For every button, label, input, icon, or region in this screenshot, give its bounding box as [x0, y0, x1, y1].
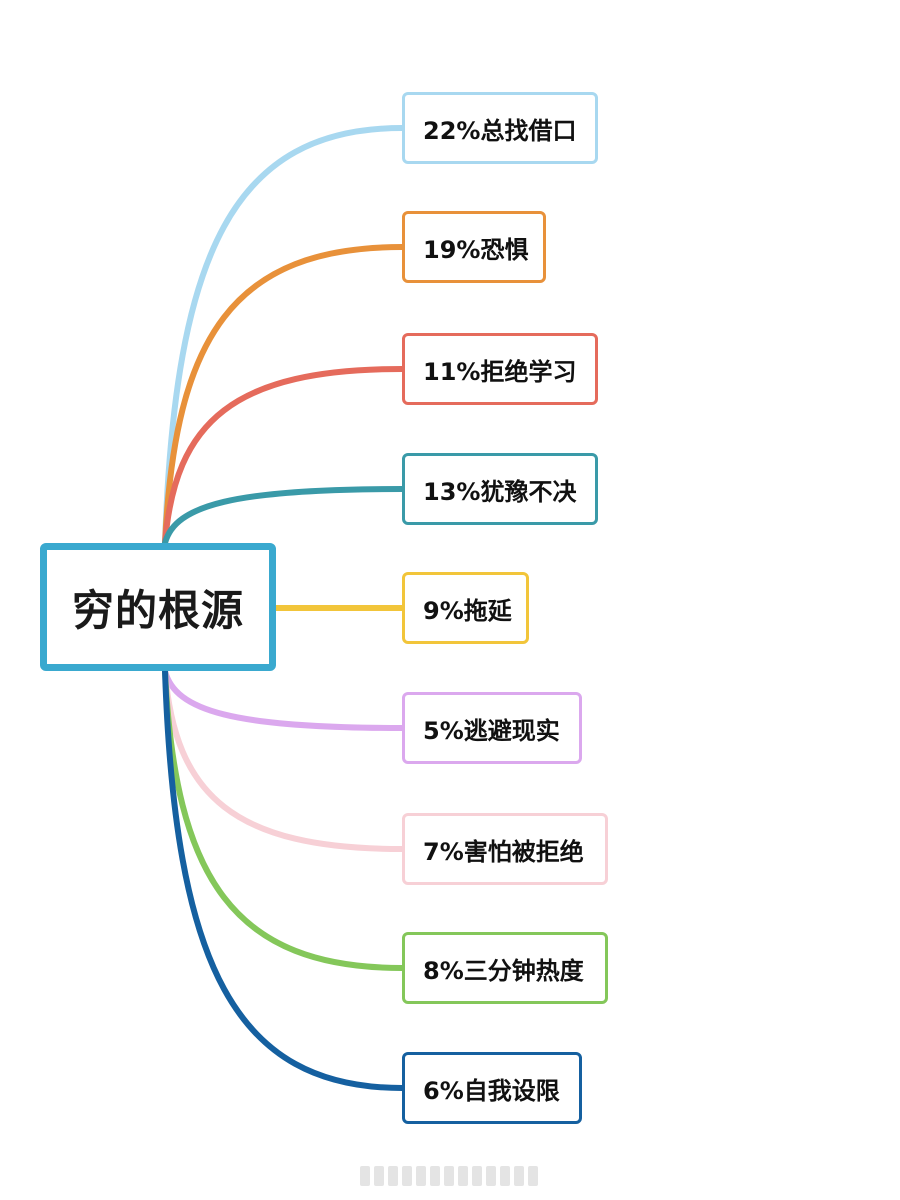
connector-1: [162, 244, 405, 546]
branch-node-fear-of-rejection[interactable]: 7%害怕被拒绝: [402, 813, 608, 885]
branch-label: 11%拒绝学习: [423, 357, 577, 386]
connector-0: [162, 125, 405, 546]
branch-label: 19%恐惧: [423, 235, 529, 264]
branch-node-self-limiting[interactable]: 6%自我设限: [402, 1052, 582, 1124]
branch-node-fear[interactable]: 19%恐惧: [402, 211, 546, 283]
connector-2: [162, 366, 405, 546]
root-node-label: 穷的根源: [71, 585, 244, 635]
branch-node-refuse-learning[interactable]: 11%拒绝学习: [402, 333, 598, 405]
connector-5: [162, 668, 405, 731]
branch-node-indecision[interactable]: 13%犹豫不决: [402, 453, 598, 525]
branch-label: 22%总找借口: [423, 116, 577, 145]
watermark: [360, 1166, 538, 1186]
branch-label: 8%三分钟热度: [423, 956, 584, 985]
branch-label: 9%拖延: [423, 596, 512, 625]
branch-label: 5%逃避现实: [423, 716, 560, 745]
connector-8: [162, 668, 405, 1091]
root-node[interactable]: 穷的根源: [40, 543, 276, 671]
branch-node-short-enthusiasm[interactable]: 8%三分钟热度: [402, 932, 608, 1004]
branch-label: 13%犹豫不决: [423, 477, 577, 506]
branch-label: 7%害怕被拒绝: [423, 837, 584, 866]
connector-6: [162, 668, 405, 852]
branch-label: 6%自我设限: [423, 1076, 560, 1105]
branch-node-procrastination[interactable]: 9%拖延: [402, 572, 529, 644]
connector-3: [162, 486, 405, 546]
branch-node-escape-reality[interactable]: 5%逃避现实: [402, 692, 582, 764]
branch-node-excuses[interactable]: 22%总找借口: [402, 92, 598, 164]
